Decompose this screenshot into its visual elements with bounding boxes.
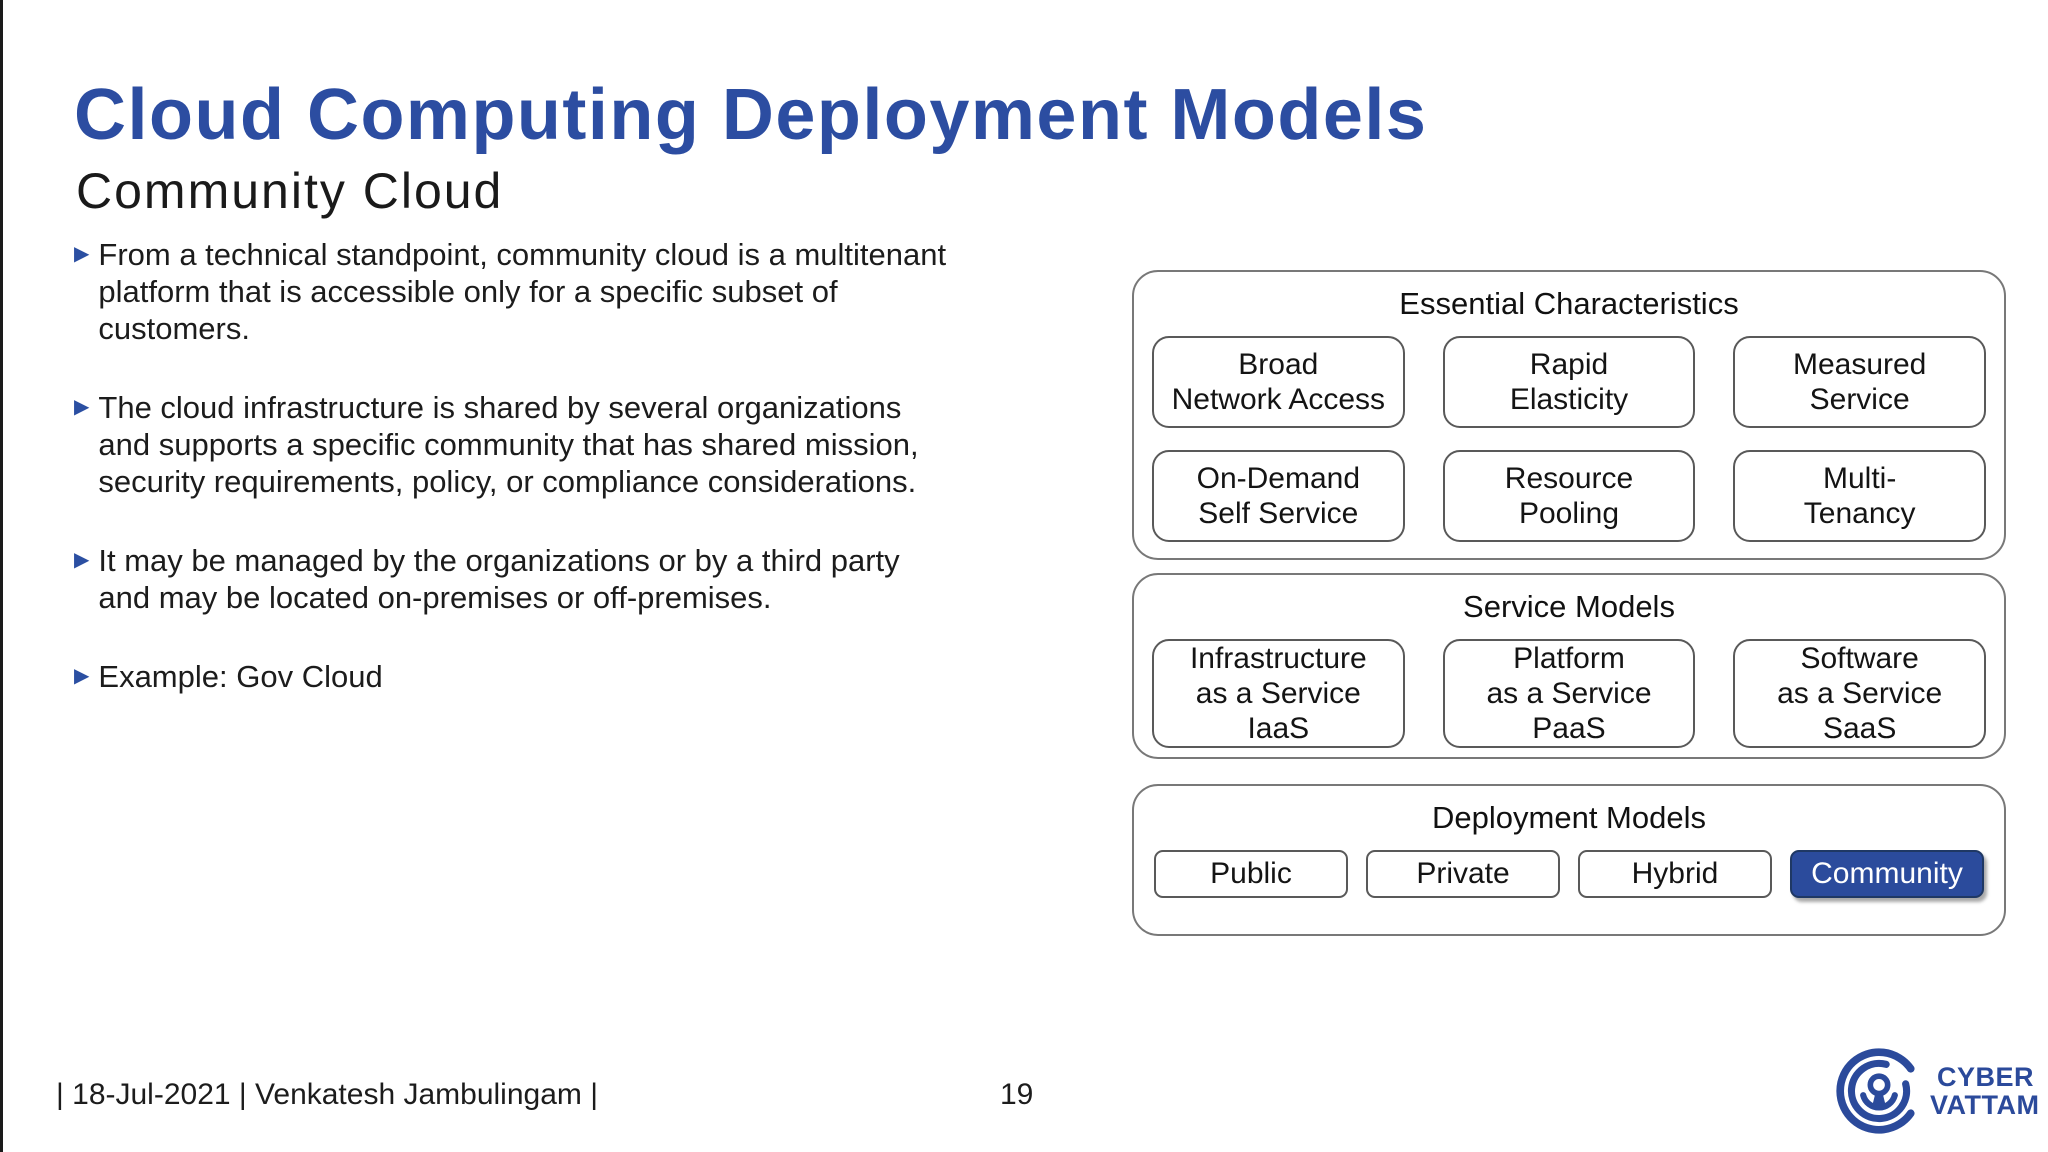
characteristic-multi-tenancy: Multi- Tenancy — [1733, 450, 1986, 542]
logo-line-vattam: VATTAM — [1930, 1090, 2040, 1120]
service-model-saas: Software as a Service SaaS — [1733, 639, 1986, 748]
bullet-item-1: ▶ From a technical standpoint, community… — [74, 236, 1094, 347]
service-model-paas: Platform as a Service PaaS — [1442, 639, 1696, 748]
service-model-iaas: Infrastructure as a Service IaaS — [1152, 639, 1405, 748]
essential-characteristics-grid: Broad Network Access Rapid Elasticity Me… — [1152, 336, 1986, 542]
bullet-arrow-icon: ▶ — [74, 396, 90, 418]
bullet-arrow-icon: ▶ — [74, 549, 90, 571]
cybervattam-logo-text: CYBER VATTAM — [1930, 1063, 2039, 1119]
characteristic-rapid-elasticity: Rapid Elasticity — [1442, 336, 1696, 428]
cybervattam-logo: CYBER VATTAM — [1830, 1042, 2039, 1140]
bullet-arrow-icon: ▶ — [74, 243, 90, 265]
essential-characteristics-panel: Essential Characteristics Broad Network … — [1132, 270, 2006, 560]
bullet-text: From a technical standpoint, community c… — [98, 237, 947, 346]
deployment-model-community-selected: Community — [1790, 850, 1984, 898]
characteristic-measured-service: Measured Service — [1733, 336, 1986, 428]
logo-line-cyber: CYBER — [1937, 1062, 2035, 1092]
bullet-item-3: ▶ It may be managed by the organizations… — [74, 542, 1094, 616]
characteristic-resource-pooling: Resource Pooling — [1442, 450, 1696, 542]
page-title: Cloud Computing Deployment Models — [74, 75, 1428, 156]
service-models-grid: Infrastructure as a Service IaaS Platfor… — [1152, 639, 1986, 748]
deployment-model-private: Private — [1366, 850, 1560, 898]
service-models-panel: Service Models Infrastructure as a Servi… — [1132, 573, 2006, 759]
footer-credit: | 18-Jul-2021 | Venkatesh Jambulingam | — [56, 1078, 599, 1111]
deployment-models-panel: Deployment Models Public Private Hybrid … — [1132, 784, 2006, 936]
deployment-models-title: Deployment Models — [1432, 800, 1706, 835]
screen-left-edge — [0, 0, 3, 1152]
service-models-title: Service Models — [1463, 589, 1675, 624]
bullet-text: It may be managed by the organizations o… — [98, 543, 900, 615]
page-number: 19 — [1000, 1078, 1034, 1111]
cloud-model-diagram: Essential Characteristics Broad Network … — [1132, 270, 2006, 936]
bullet-arrow-icon: ▶ — [74, 665, 90, 687]
bullet-item-4: ▶ Example: Gov Cloud — [74, 658, 1094, 695]
essential-characteristics-title: Essential Characteristics — [1399, 286, 1739, 321]
characteristic-on-demand-self-service: On-Demand Self Service — [1152, 450, 1405, 542]
bullet-item-2: ▶ The cloud infrastructure is shared by … — [74, 389, 1094, 500]
deployment-model-hybrid: Hybrid — [1578, 850, 1772, 898]
bullet-text: The cloud infrastructure is shared by se… — [98, 390, 919, 499]
deployment-models-row: Public Private Hybrid Community — [1152, 850, 1986, 898]
bullet-list: ▶ From a technical standpoint, community… — [74, 236, 1094, 737]
characteristic-broad-network-access: Broad Network Access — [1152, 336, 1405, 428]
deployment-model-public: Public — [1154, 850, 1348, 898]
cybervattam-logo-icon — [1836, 1048, 1915, 1134]
page-subtitle: Community Cloud — [76, 162, 504, 219]
bullet-text: Example: Gov Cloud — [98, 659, 383, 694]
